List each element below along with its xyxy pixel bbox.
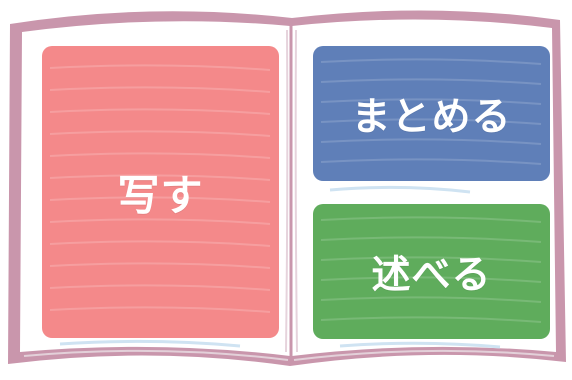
copy-button[interactable]: 写す [42,46,279,338]
summarize-button[interactable]: まとめる [313,46,550,181]
summarize-label: まとめる [351,94,512,140]
state-label: 述べる [371,252,492,298]
copy-label: 写す [117,170,204,220]
state-button[interactable]: 述べる [313,204,550,339]
